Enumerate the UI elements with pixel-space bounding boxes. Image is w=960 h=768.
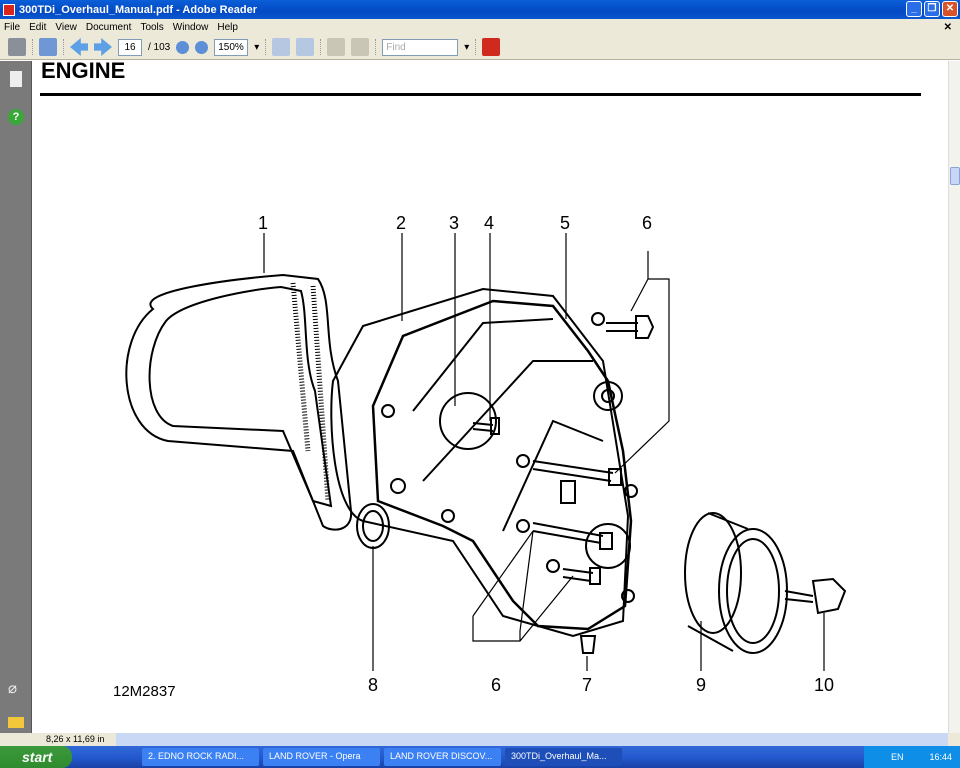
rotate-right-icon[interactable] xyxy=(351,38,370,56)
previous-page-icon[interactable] xyxy=(70,38,88,56)
gasket xyxy=(330,287,630,638)
start-button[interactable]: start xyxy=(0,746,72,768)
leader-lines xyxy=(263,233,825,671)
next-page-icon[interactable] xyxy=(94,38,112,56)
title-bar: 300TDi_Overhaul_Manual.pdf - Adobe Reade… xyxy=(0,0,960,19)
email-icon[interactable] xyxy=(39,38,57,56)
menu-bar: File Edit View Document Tools Window Hel… xyxy=(0,19,960,35)
menu-help[interactable]: Help xyxy=(217,21,238,33)
status-bar: 8,26 x 11,69 in xyxy=(0,733,960,746)
separator xyxy=(320,39,322,55)
callout-5: 5 xyxy=(560,213,571,233)
crankshaft-pulley xyxy=(684,512,847,654)
clock: 16:44 xyxy=(929,752,952,762)
menu-view[interactable]: View xyxy=(55,21,77,33)
print-icon[interactable] xyxy=(8,38,26,56)
page-size: 8,26 x 11,69 in xyxy=(46,734,105,744)
menu-file[interactable]: File xyxy=(4,21,21,33)
fit-width-icon[interactable] xyxy=(272,38,291,56)
callout-4: 4 xyxy=(484,213,495,233)
callout-3: 3 xyxy=(449,213,460,233)
zoom-level-select[interactable]: 150% xyxy=(214,38,249,56)
menu-window[interactable]: Window xyxy=(172,21,209,33)
separator xyxy=(475,39,477,55)
close-button[interactable]: ✕ xyxy=(942,1,958,17)
rotate-left-icon[interactable] xyxy=(327,38,346,56)
vertical-scrollbar[interactable] xyxy=(948,61,960,733)
taskbar: start 2. EDNO ROCK RADI... LAND ROVER - … xyxy=(0,746,960,768)
fit-page-icon[interactable] xyxy=(296,38,315,56)
timing-cover xyxy=(371,299,638,631)
document-page: ENGINE 1 2 3 4 5 6 xyxy=(33,61,948,733)
taskbar-item-active[interactable]: 300TDi_Overhaul_Ma... xyxy=(505,748,622,766)
menu-document[interactable]: Document xyxy=(85,21,132,33)
figure-id: 12M2837 xyxy=(113,683,176,700)
menu-tools[interactable]: Tools xyxy=(140,21,164,33)
find-dropdown-icon[interactable]: ▾ xyxy=(464,41,470,53)
zoom-dropdown-icon[interactable]: ▾ xyxy=(254,41,260,53)
page-total: / 103 xyxy=(148,41,171,53)
engine-diagram xyxy=(125,233,847,671)
find-input[interactable]: Find xyxy=(382,38,459,56)
callout-6-top: 6 xyxy=(642,213,653,233)
separator xyxy=(375,39,377,55)
callout-7: 7 xyxy=(582,675,593,695)
comments-icon[interactable] xyxy=(8,717,24,728)
language-indicator[interactable]: EN xyxy=(890,752,904,762)
zoom-out-icon[interactable] xyxy=(176,40,190,54)
help-icon[interactable]: ? xyxy=(8,109,24,125)
timing-belt xyxy=(125,273,353,531)
toolbar: 16 / 103 150% ▾ Find ▾ xyxy=(0,35,960,60)
callout-10: 10 xyxy=(814,675,835,695)
separator xyxy=(32,39,33,55)
zoom-in-icon[interactable] xyxy=(195,40,209,54)
adobe-logo-icon[interactable] xyxy=(482,38,501,56)
navigation-pane: ? ⌀ xyxy=(0,61,32,733)
horizontal-scrollbar[interactable] xyxy=(116,733,948,746)
adobe-reader-icon xyxy=(3,3,15,16)
separator xyxy=(63,39,64,55)
separator xyxy=(265,39,267,55)
restore-button[interactable]: ❐ xyxy=(924,1,940,17)
system-tray: EN 16:44 xyxy=(864,746,960,768)
minimize-button[interactable]: _ xyxy=(906,1,922,17)
menu-edit[interactable]: Edit xyxy=(29,21,47,33)
heading-rule xyxy=(40,93,921,96)
taskbar-item[interactable]: 2. EDNO ROCK RADI... xyxy=(142,748,259,766)
pages-icon[interactable] xyxy=(10,71,22,87)
callout-6-bottom: 6 xyxy=(491,675,502,695)
callout-1: 1 xyxy=(258,213,269,233)
bolts xyxy=(472,315,655,654)
taskbar-item[interactable]: LAND ROVER DISCOV... xyxy=(384,748,501,766)
callout-8: 8 xyxy=(368,675,379,695)
callout-2: 2 xyxy=(396,213,407,233)
close-document-icon[interactable]: ✕ xyxy=(943,21,952,33)
window-title: 300TDi_Overhaul_Manual.pdf - Adobe Reade… xyxy=(19,3,257,16)
attachments-icon[interactable]: ⌀ xyxy=(8,680,18,697)
scroll-thumb[interactable] xyxy=(950,167,960,185)
taskbar-item[interactable]: LAND ROVER - Opera xyxy=(263,748,380,766)
page-number-input[interactable]: 16 xyxy=(118,38,142,56)
callout-9: 9 xyxy=(696,675,707,695)
section-heading: ENGINE xyxy=(41,61,126,83)
